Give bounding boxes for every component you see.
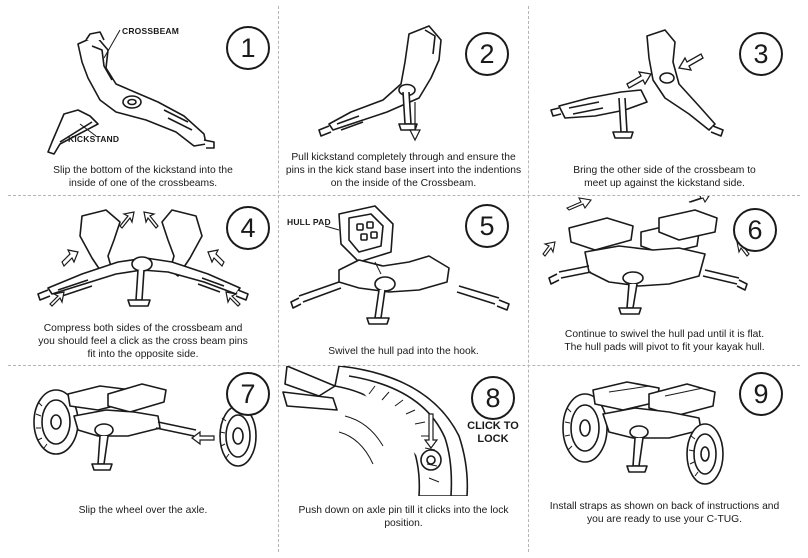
- step-number-badge: 5: [465, 204, 509, 248]
- step-number-badge: 3: [739, 32, 783, 76]
- compress-crossbeam-illustration: [37, 209, 249, 307]
- step-caption: Push down on axle pin till it clicks int…: [298, 505, 509, 529]
- step-panel-9: 9 Install straps as shown on back of ins…: [529, 366, 800, 552]
- step-panel-5: HULL PAD 5 Swivel the hull pad into the …: [279, 196, 528, 365]
- assembled-ctug-illustration: [562, 381, 724, 485]
- step-caption: Swivel the hull pad into the hook.: [328, 346, 479, 357]
- step-caption: Compress both sides of the crossbeam and…: [38, 323, 248, 360]
- step-caption: Install straps as shown on back of instr…: [549, 501, 780, 525]
- step-number-badge: 1: [226, 26, 270, 70]
- hull-pads-flat-illustration: [542, 196, 750, 315]
- step-panel-1: CROSSBEAM KICKSTAND 1 Slip the bottom of…: [8, 6, 278, 195]
- hull-pad-swivel-illustration: [290, 205, 510, 325]
- step-panel-4: 4 Compress both sides of the crossbeam a…: [8, 196, 278, 365]
- step-panel-6: 6 Continue to swivel the hull pad until …: [529, 196, 800, 365]
- step-caption: Slip the wheel over the axle.: [78, 505, 208, 516]
- step-number-badge: 2: [465, 32, 509, 76]
- row-divider-1: [8, 195, 800, 196]
- step-caption: Slip the bottom of the kickstand into th…: [53, 165, 233, 189]
- step-panel-2: 2 Pull kickstand completely through and …: [279, 6, 528, 195]
- axle-pin-lock-illustration: [282, 366, 469, 496]
- step-number-badge: 4: [226, 206, 270, 250]
- hull-pad-label: HULL PAD: [287, 217, 331, 227]
- kickstand-inserted-illustration: [318, 25, 442, 142]
- step-panel-7: 7 Slip the wheel over the axle.: [8, 366, 278, 552]
- step-number-badge: 7: [226, 372, 270, 416]
- step-number-badge: 6: [733, 208, 777, 252]
- crossbeam-joining-illustration: [550, 29, 724, 139]
- column-divider-1: [278, 6, 279, 552]
- column-divider-2: [528, 6, 529, 552]
- crossbeam-kickstand-illustration: [47, 29, 215, 155]
- step-number-badge: 8: [471, 376, 515, 420]
- step-number-badge: 9: [739, 372, 783, 416]
- step-panel-3: 3 Bring the other side of the crossbeam …: [529, 6, 800, 195]
- row-divider-2: [8, 365, 800, 366]
- step-caption: Pull kickstand completely through and en…: [285, 152, 522, 189]
- wheel-axle-illustration: [33, 383, 257, 471]
- step-caption: Continue to swivel the hull pad until it…: [564, 329, 765, 353]
- crossbeam-label: CROSSBEAM: [122, 26, 180, 36]
- step-panel-8: 8 CLICK TO LOCK Push down on axle pin ti…: [279, 366, 528, 552]
- click-to-lock-label: CLICK TO LOCK: [467, 420, 519, 445]
- kickstand-label: KICKSTAND: [68, 134, 120, 144]
- step-caption: Bring the other side of the crossbeam to…: [573, 165, 756, 189]
